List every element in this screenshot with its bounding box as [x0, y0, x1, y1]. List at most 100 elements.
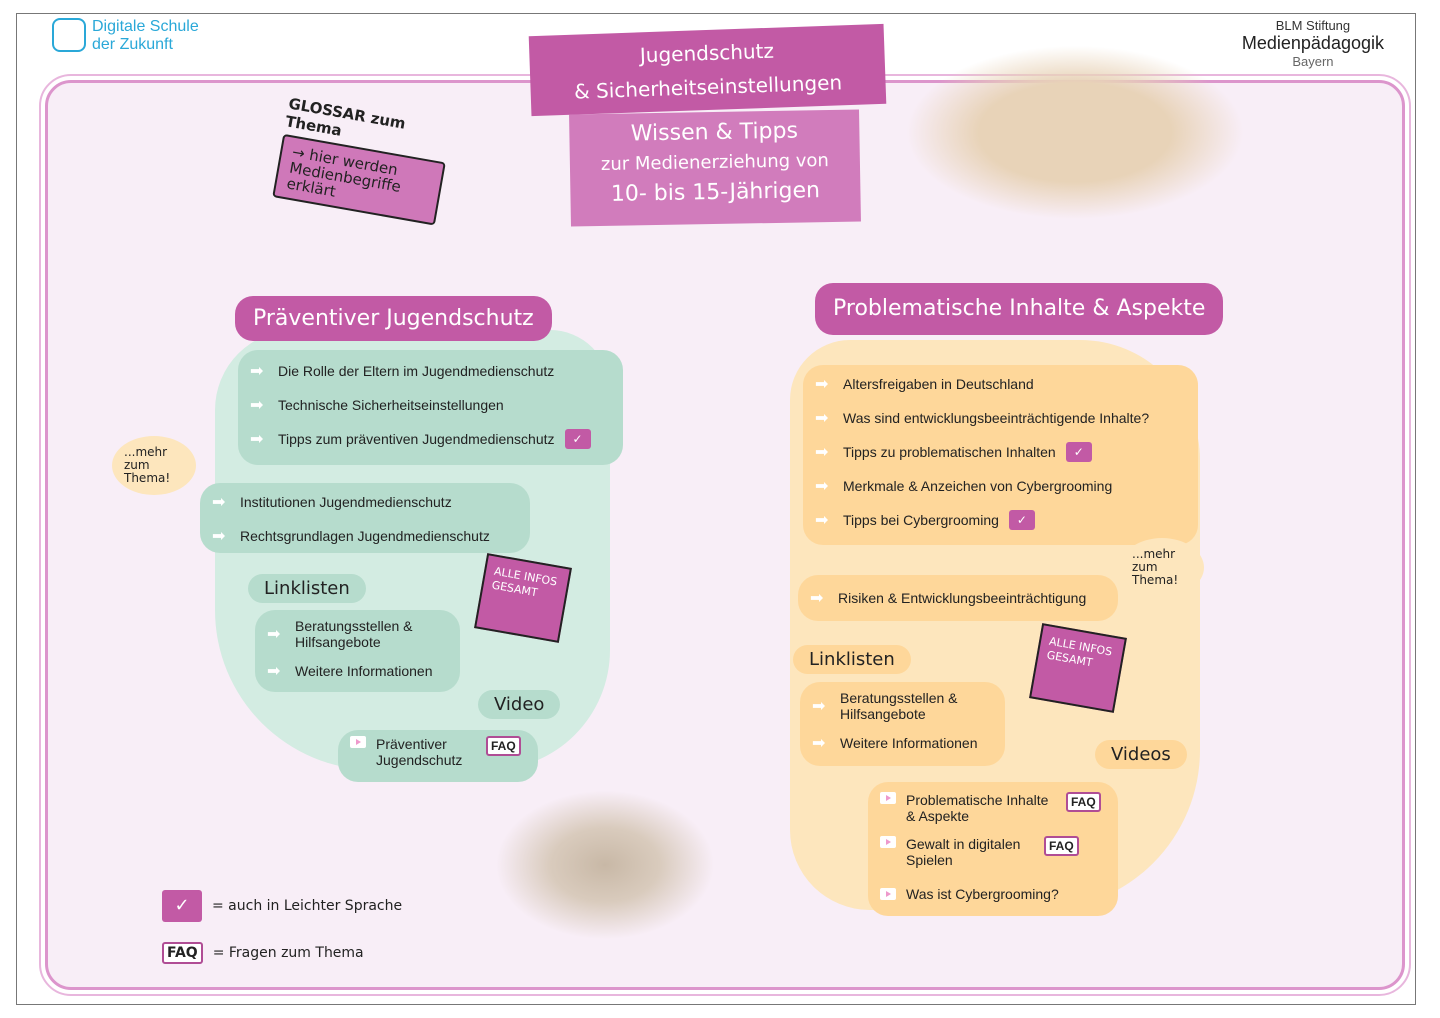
logo-text: der Zukunft: [92, 36, 173, 53]
videos-label: Videos: [1095, 740, 1187, 769]
topic-label: Rechtsgrundlagen Jugendmedienschutz: [240, 528, 490, 544]
topic-link[interactable]: ➡ Risiken & Entwicklungsbeeinträchtigung: [810, 581, 1106, 615]
logo-text: Medienpädagogik: [1241, 33, 1384, 53]
logo-text: BLM Stiftung: [1275, 18, 1351, 33]
topic-label: Die Rolle der Eltern im Jugendmedienschu…: [278, 363, 555, 379]
mehr-zum-thema-label: ...mehr zum Thema!: [112, 436, 196, 495]
topic-label: Was sind entwicklungsbeeinträchtigende I…: [843, 410, 1150, 426]
arrow-icon: ➡: [812, 735, 826, 752]
arrow-icon: ➡: [250, 431, 264, 448]
left-video-list: Präventiver Jugendschutz FAQ: [338, 730, 538, 782]
play-icon: [880, 792, 896, 804]
arrow-icon: ➡: [815, 512, 829, 529]
subtitle-line: Wissen & Tipps: [630, 118, 799, 147]
topic-link[interactable]: ➡ Institutionen Jugendmedienschutz: [212, 485, 518, 519]
faq-icon[interactable]: FAQ: [1044, 836, 1079, 856]
video-item[interactable]: Präventiver Jugendschutz FAQ: [350, 736, 526, 776]
arrow-icon: ➡: [815, 478, 829, 495]
mehr-zum-thema-label: ...mehr zum Thema!: [1120, 538, 1204, 597]
poster-frame: [16, 13, 1416, 1005]
video-title: Was ist Cybergrooming?: [906, 886, 1059, 902]
topic-link[interactable]: ➡ Tipps zu problematischen Inhalten ✓: [815, 435, 1186, 469]
arrow-icon: ➡: [815, 376, 829, 393]
linklisten-label: Linklisten: [793, 645, 911, 674]
link-item[interactable]: ➡ Beratungsstellen & Hilfsangebote: [267, 614, 448, 654]
family-illustration: [905, 45, 1245, 220]
easy-language-icon[interactable]: ✓: [1008, 510, 1035, 530]
link-label: Weitere Informationen: [840, 735, 978, 751]
arrow-icon: ➡: [212, 494, 226, 511]
topic-link[interactable]: ➡Altersfreigaben in Deutschland: [815, 367, 1186, 401]
arrow-icon: ➡: [812, 698, 826, 715]
right-links-list: ➡ Beratungsstellen & Hilfsangebote ➡ Weite…: [800, 682, 1005, 766]
link-item[interactable]: ➡ Weitere Informationen: [812, 726, 993, 760]
easy-language-icon[interactable]: ✓: [564, 429, 591, 449]
arrow-icon: ➡: [810, 590, 824, 607]
video-item[interactable]: Was ist Cybergrooming?: [880, 882, 1106, 906]
subtitle-banner: Wissen & Tipps zur Medienerziehung von 1…: [569, 109, 861, 227]
legend-text: = auch in Leichter Sprache: [212, 898, 403, 914]
arrow-icon: ➡: [267, 626, 281, 643]
logo-text: Bayern: [1292, 54, 1334, 69]
topic-link[interactable]: ➡ Technische Sicherheitseinstellungen: [250, 388, 611, 422]
topic-link[interactable]: ➡ Was sind entwicklungsbeeinträchtigende …: [815, 401, 1186, 435]
faq-icon[interactable]: FAQ: [486, 736, 521, 756]
topic-link[interactable]: ➡ Tipps bei Cybergrooming ✓: [815, 503, 1186, 537]
legend-text: = Fragen zum Thema: [212, 945, 364, 961]
play-icon: [880, 888, 896, 900]
play-icon: [350, 736, 366, 748]
arrow-icon: ➡: [815, 444, 829, 461]
logo-text: Digitale Schule: [92, 18, 199, 35]
logo-blm[interactable]: BLM Stiftung Medienpädagogik Bayern: [1242, 18, 1384, 69]
arrow-icon: ➡: [815, 410, 829, 427]
arrow-icon: ➡: [250, 397, 264, 414]
topic-label: Institutionen Jugendmedienschutz: [240, 494, 452, 510]
right-topic-list: ➡Altersfreigaben in Deutschland ➡ Was sin…: [803, 365, 1198, 545]
topic-label: Tipps zu problematischen Inhalten: [843, 444, 1056, 460]
easy-language-icon: ✓: [162, 890, 202, 922]
subtitle-line: 10- bis 15-Jährigen: [610, 178, 821, 207]
arrow-icon: ➡: [212, 528, 226, 545]
topic-link[interactable]: ➡ Merkmale & Anzeichen von Cybergrooming: [815, 469, 1186, 503]
logo-icon: [52, 18, 86, 52]
left-heading: Präventiver Jugendschutz: [235, 296, 552, 341]
legend-easy-language: ✓ = auch in Leichter Sprache: [162, 890, 402, 922]
video-label: Video: [478, 690, 561, 719]
arrow-icon: ➡: [250, 363, 264, 380]
right-heading: Problematische Inhalte & Aspekte: [815, 283, 1224, 335]
topic-label: Tipps zum präventiven Jugendmedienschutz: [278, 431, 555, 447]
subtitle-line: zur Medienerziehung von: [600, 150, 830, 175]
right-topic-list-2: ➡ Risiken & Entwicklungsbeeinträchtigung: [798, 575, 1118, 621]
topic-label: Technische Sicherheitseinstellungen: [278, 397, 504, 413]
topic-label: Risiken & Entwicklungsbeeinträchtigung: [838, 590, 1087, 606]
alle-infos-box-icon[interactable]: ALLE INFOS GESAMT: [1029, 623, 1127, 713]
link-label: Weitere Informationen: [295, 663, 433, 679]
video-item[interactable]: Gewalt in digitalen Spielen FAQ: [880, 836, 1106, 882]
easy-language-icon[interactable]: ✓: [1065, 442, 1092, 462]
alle-infos-box-icon[interactable]: ALLE INFOS GESAMT: [474, 553, 572, 643]
title-banner: Jugendschutz & Sicherheitseinstellungen: [528, 23, 887, 117]
faq-icon: FAQ: [162, 942, 203, 964]
video-title: Präventiver Jugendschutz: [376, 736, 463, 768]
topic-label: Tipps bei Cybergrooming: [843, 512, 999, 528]
faq-icon[interactable]: FAQ: [1066, 792, 1101, 812]
topic-link[interactable]: ➡ Rechtsgrundlagen Jugendmedienschutz: [212, 519, 518, 553]
left-topic-list-2: ➡ Institutionen Jugendmedienschutz ➡ Recht…: [200, 483, 530, 553]
two-people-illustration: [495, 790, 715, 940]
left-topic-list: ➡ Die Rolle der Eltern im Jugendmediensch…: [238, 350, 623, 465]
left-links-list: ➡ Beratungsstellen & Hilfsangebote ➡ Weite…: [255, 610, 460, 692]
link-item[interactable]: ➡ Beratungsstellen & Hilfsangebote: [812, 686, 993, 726]
arrow-icon: ➡: [267, 663, 281, 680]
link-label: Beratungsstellen & Hilfsangebote: [840, 690, 958, 722]
video-title: Gewalt in digitalen Spielen: [906, 836, 1021, 868]
topic-link[interactable]: ➡ Tipps zum präventiven Jugendmedienschut…: [250, 422, 611, 456]
linklisten-label: Linklisten: [248, 574, 366, 603]
link-label: Beratungsstellen & Hilfsangebote: [295, 618, 413, 650]
link-item[interactable]: ➡ Weitere Informationen: [267, 654, 448, 688]
topic-label: Merkmale & Anzeichen von Cybergrooming: [843, 478, 1113, 494]
legend-faq: FAQ = Fragen zum Thema: [162, 942, 364, 964]
topic-link[interactable]: ➡ Die Rolle der Eltern im Jugendmediensch…: [250, 354, 611, 388]
